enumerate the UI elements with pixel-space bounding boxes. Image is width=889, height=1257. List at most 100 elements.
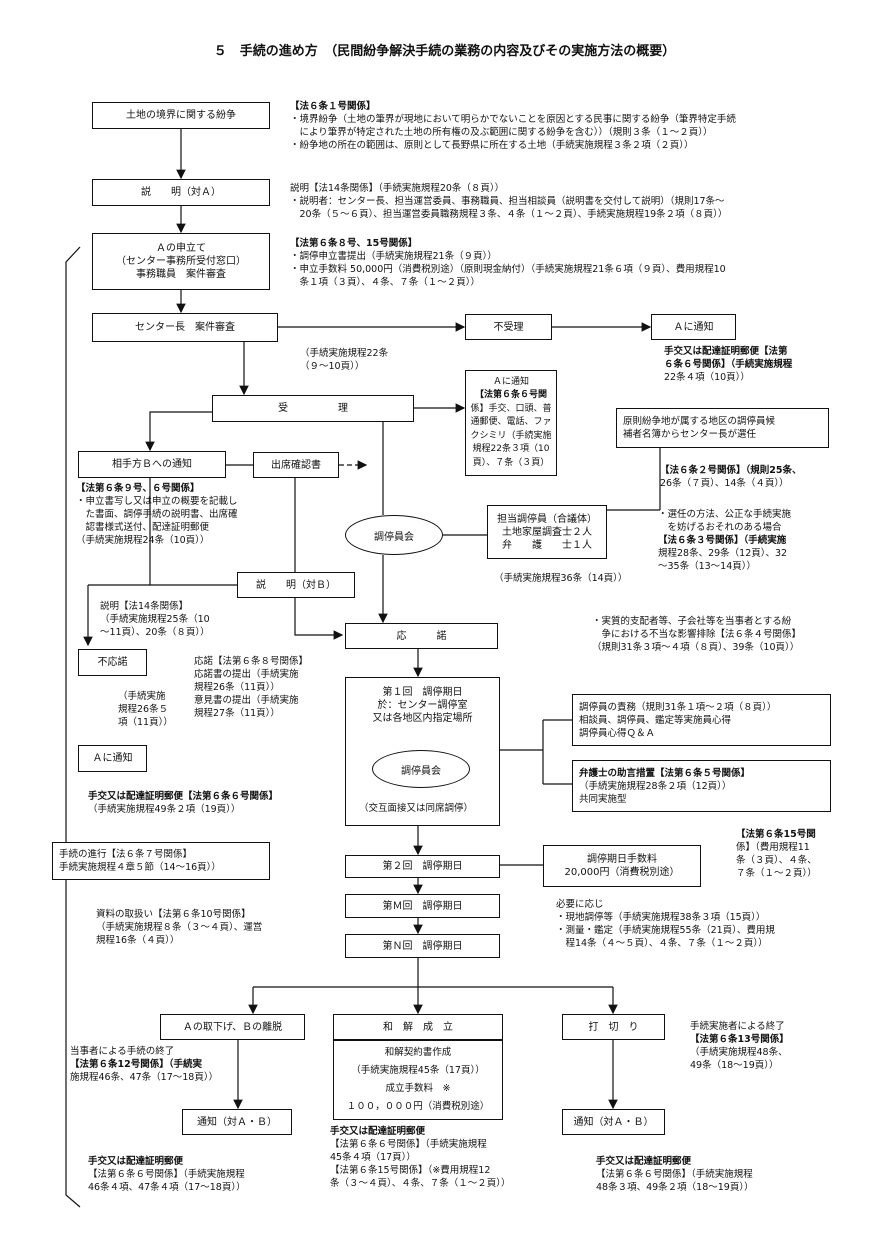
note-line: 【法第６条６号関係】（手続実施規程 xyxy=(596,1169,753,1180)
note-line: 【法第６条13号関係】 xyxy=(690,1034,789,1045)
note-line: 争における不当な影響排除【法６条４号関係】 xyxy=(592,629,802,640)
note-line: 規程16条（４頁）） xyxy=(96,935,180,946)
note-line: 手交又は配達証明郵便【法第６条６号関係】 xyxy=(88,791,279,802)
note-line: 【法第６条６号関係】（手続実施規程 xyxy=(88,1169,245,1180)
explain-b-box: 説 明（対Ｂ） xyxy=(237,572,355,598)
note-line: （手続実施規程24条（10頁）） xyxy=(76,535,210,546)
note-line: 46条４項、47条４項（17～18頁）） xyxy=(88,1182,246,1193)
notify-a2-line: 係】手交、口頭、普 xyxy=(470,403,552,414)
note-law14-a: 説明【法14条関係】（手続実施規程20条（８頁）） ・説明者：センター長、担当運… xyxy=(290,182,727,221)
note-line: ・選任の方法、公正な手続実施 xyxy=(658,509,792,520)
director-review-box: センター長 案件審査 xyxy=(92,313,278,342)
note-line: 手交又は配達証明郵便【法第 xyxy=(664,346,788,357)
note-line: ・紛争地の所在の範囲は、原則として長野県に所在する土地（手続実施規程３条２項（２… xyxy=(290,140,694,151)
note-line: により筆界が特定された土地の所有権の及ぶ範囲に関する紛争を含む））（規則３条（１… xyxy=(290,127,713,138)
note-law6-2: 【法６条２号関係】（規則25条、 26条（７頁）、14条（４頁）） xyxy=(660,464,801,490)
lawyer-advice-line: 共同実施型 xyxy=(579,793,627,805)
notify-a3-box: Ａに通知 xyxy=(78,745,147,772)
note-line: （規則31条３項～４項（８頁）、39条（10頁）） xyxy=(592,642,800,653)
note-line: ・調停申立書提出（手続実施規程21条（９頁）） xyxy=(290,251,497,262)
duties-line: 相談員、調停員、鑑定等実施員心得 xyxy=(579,714,732,726)
note-line: 資料の取扱い【法第６条10号関係】 xyxy=(96,909,251,920)
duties-line: 調停員の責務（規則31条１項～２項（８頁）） xyxy=(579,701,777,713)
note-line: （９～10頁）） xyxy=(300,361,365,372)
session-m-label: 第Ｍ回 調停期日 xyxy=(382,900,463,912)
lawyer-advice-box: 弁護士の助言措置【法第６条５号関係】 （手続実施規程28条２項（12頁）） 共同… xyxy=(572,760,831,812)
note-line: 条１項（３頁）、４条、７条（１～２頁）） xyxy=(290,277,481,288)
note-line: 規程27条（11頁）） xyxy=(194,708,280,719)
respond-box: 応 諾 xyxy=(345,623,498,649)
notify-b-label: 相手方Ｂへの通知 xyxy=(112,459,192,470)
mediators-line: 弁 護 士１人 xyxy=(502,539,592,551)
note-line: ・測量・鑑定（手続実施規程55条（21頁）、費用規 xyxy=(556,925,775,936)
session-1-line: 又は各地区内指定場所 xyxy=(372,713,473,724)
session-1-line: 第１回 調停期日 xyxy=(382,687,463,698)
withdraw-label: Ａの取下げ、Ｂの離脱 xyxy=(182,1021,283,1033)
progress-box: 手続の進行【法６条７号関係】 手続実施規程４章５節（14～16頁）） xyxy=(52,842,270,880)
note-line: 説明【法14条関係】 xyxy=(100,601,189,612)
note-line: 手交又は配達証明郵便 xyxy=(88,1156,184,1167)
reject-box: 不受理 xyxy=(465,314,552,340)
note-line: ・現地調停等（手続実施規程38条３項（15頁）） xyxy=(556,912,766,923)
note-line: 【法６条１号関係】 xyxy=(290,101,376,112)
fee-line: 調停期日手数料 xyxy=(587,854,657,865)
session-n-label: 第Ｎ回 調停期日 xyxy=(382,940,463,952)
note-line: ７条（１～２頁）） xyxy=(736,868,817,879)
note-line: 【法第６条８号、15号関係】 xyxy=(290,238,418,249)
session-2-box: 第２回 調停期日 xyxy=(345,855,500,878)
mediator-selection-line: 補者名簿からセンター長が選任 xyxy=(623,429,757,440)
settle-box: 和 解 成 立 xyxy=(333,1014,503,1040)
note-law6-8: 【法第６条８号、15号関係】 ・調停申立書提出（手続実施規程21条（９頁）） ・… xyxy=(290,237,726,289)
session-2-label: 第２回 調停期日 xyxy=(382,861,463,872)
note-line: ・申立書写し又は申立の概要を記載し xyxy=(76,496,238,507)
notify-ab-left-label: 通知（対Ａ・Ｂ） xyxy=(197,1116,277,1128)
note-line: 26条（７頁）、14条（４頁）） xyxy=(660,478,789,489)
note-line: 条（３頁）、４条、 xyxy=(736,855,817,866)
reject-label: 不受理 xyxy=(493,321,524,333)
progress-line: 手続実施規程４章５節（14～16頁）） xyxy=(59,862,221,873)
mediators-line: 担当調停員（合議体） xyxy=(497,513,597,525)
explain-a-label: 説 明（対Ａ） xyxy=(141,187,221,198)
note-line: ～35条（13～14頁）） xyxy=(658,561,757,572)
no-reply-label: 不応諾 xyxy=(97,657,128,668)
notify-a2-line: 通郵便、電話、ファ xyxy=(470,417,552,428)
respond-label: 応 諾 xyxy=(396,630,447,642)
notify-ab-right-box: 通知（対Ａ・Ｂ） xyxy=(562,1109,665,1135)
note-line: （手続実施規程48条、 xyxy=(690,1047,788,1058)
note-rule36: （手続実施規程36条（14頁）） xyxy=(494,573,628,584)
fee-box: 調停期日手数料 20,000円（消費税別途） xyxy=(543,845,701,887)
note-line: 応諾【法第６条８号関係】 xyxy=(194,656,309,667)
committee-oval: 調停員会 xyxy=(345,515,443,555)
mediators-box: 担当調停員（合議体） 土地家屋調査士２人 弁 護 士１人 xyxy=(487,505,607,559)
note-line: 説明【法14条関係】（手続実施規程20条（８頁）） xyxy=(290,183,505,194)
note-reject-mail: 手交又は配達証明郵便【法第 ６条６号関係】（手続実施規程 22条４項（10頁）） xyxy=(664,345,792,384)
note-law6-8b: 応諾【法第６条８号関係】 応諾書の提出（手続実施 規程26条（11頁）） 意見書… xyxy=(194,655,308,720)
note-line: 【法第６条12号関係】（手続実 xyxy=(70,1059,202,1070)
note-law6-12: 当事者による手続の終了 【法第６条12号関係】（手続実 施規程46条、47条（1… xyxy=(70,1045,218,1084)
duties-line: 調停員心得Ｑ＆Ａ xyxy=(579,727,656,739)
note-line: た書面、調停手続の説明書、出席確 xyxy=(76,509,238,520)
note-line: 条（３～４頁）、４条、７条（１～２頁）） xyxy=(330,1178,511,1189)
settle-detail-box: 和解契約書作成 （手続実施規程45条（17頁）） 成立手数料 ※ １００，０００… xyxy=(333,1040,503,1120)
note-line: （手続実施規程49条２項（19頁）） xyxy=(88,804,241,815)
note-line: 【法第６条15号関 xyxy=(736,829,816,840)
session-1-line: 於：センター調停室 xyxy=(377,700,468,711)
notify-a2-line: Ａに通知 xyxy=(492,376,529,387)
note-line: 【法第６条６号関係】（手続実施規程 xyxy=(330,1139,487,1150)
accept-box: 受 理 xyxy=(212,395,414,422)
notify-b-box: 相手方Ｂへの通知 xyxy=(78,451,226,478)
note-line: ・申立手数料 50,000円（消費税別途）（原則現金納付）（手続実施規程21条６… xyxy=(290,264,726,275)
notify-a3-label: Ａに通知 xyxy=(92,753,133,764)
note-line: 規程26条（11頁）） xyxy=(194,682,280,693)
application-line: Ａの申立て xyxy=(156,243,206,254)
notify-ab-left-box: 通知（対Ａ・Ｂ） xyxy=(182,1109,292,1135)
application-line: 事務職員 案件審査 xyxy=(136,269,226,280)
settle-detail-line: 和解契約書作成 xyxy=(384,1047,452,1058)
settle-detail-line: （手続実施規程45条（17頁）） xyxy=(351,1065,485,1076)
note-line: 係】（費用規程11 xyxy=(736,842,810,853)
note-law14-b: 説明【法14条関係】 （手続実施規程25条（10 ～11頁）、20条（８頁）） xyxy=(100,600,210,639)
note-law6-9: 【法第６条９号、６号関係】 ・申立書写し又は申立の概要を記載し た書面、調停手続… xyxy=(76,482,238,547)
mediator-selection-box: 原則紛争地が属する地区の調停員候 補者名簿からセンター長が選任 xyxy=(616,408,829,448)
duties-box: 調停員の責務（規則31条１項～２項（８頁）） 相談員、調停員、鑑定等実施員心得 … xyxy=(572,694,831,746)
